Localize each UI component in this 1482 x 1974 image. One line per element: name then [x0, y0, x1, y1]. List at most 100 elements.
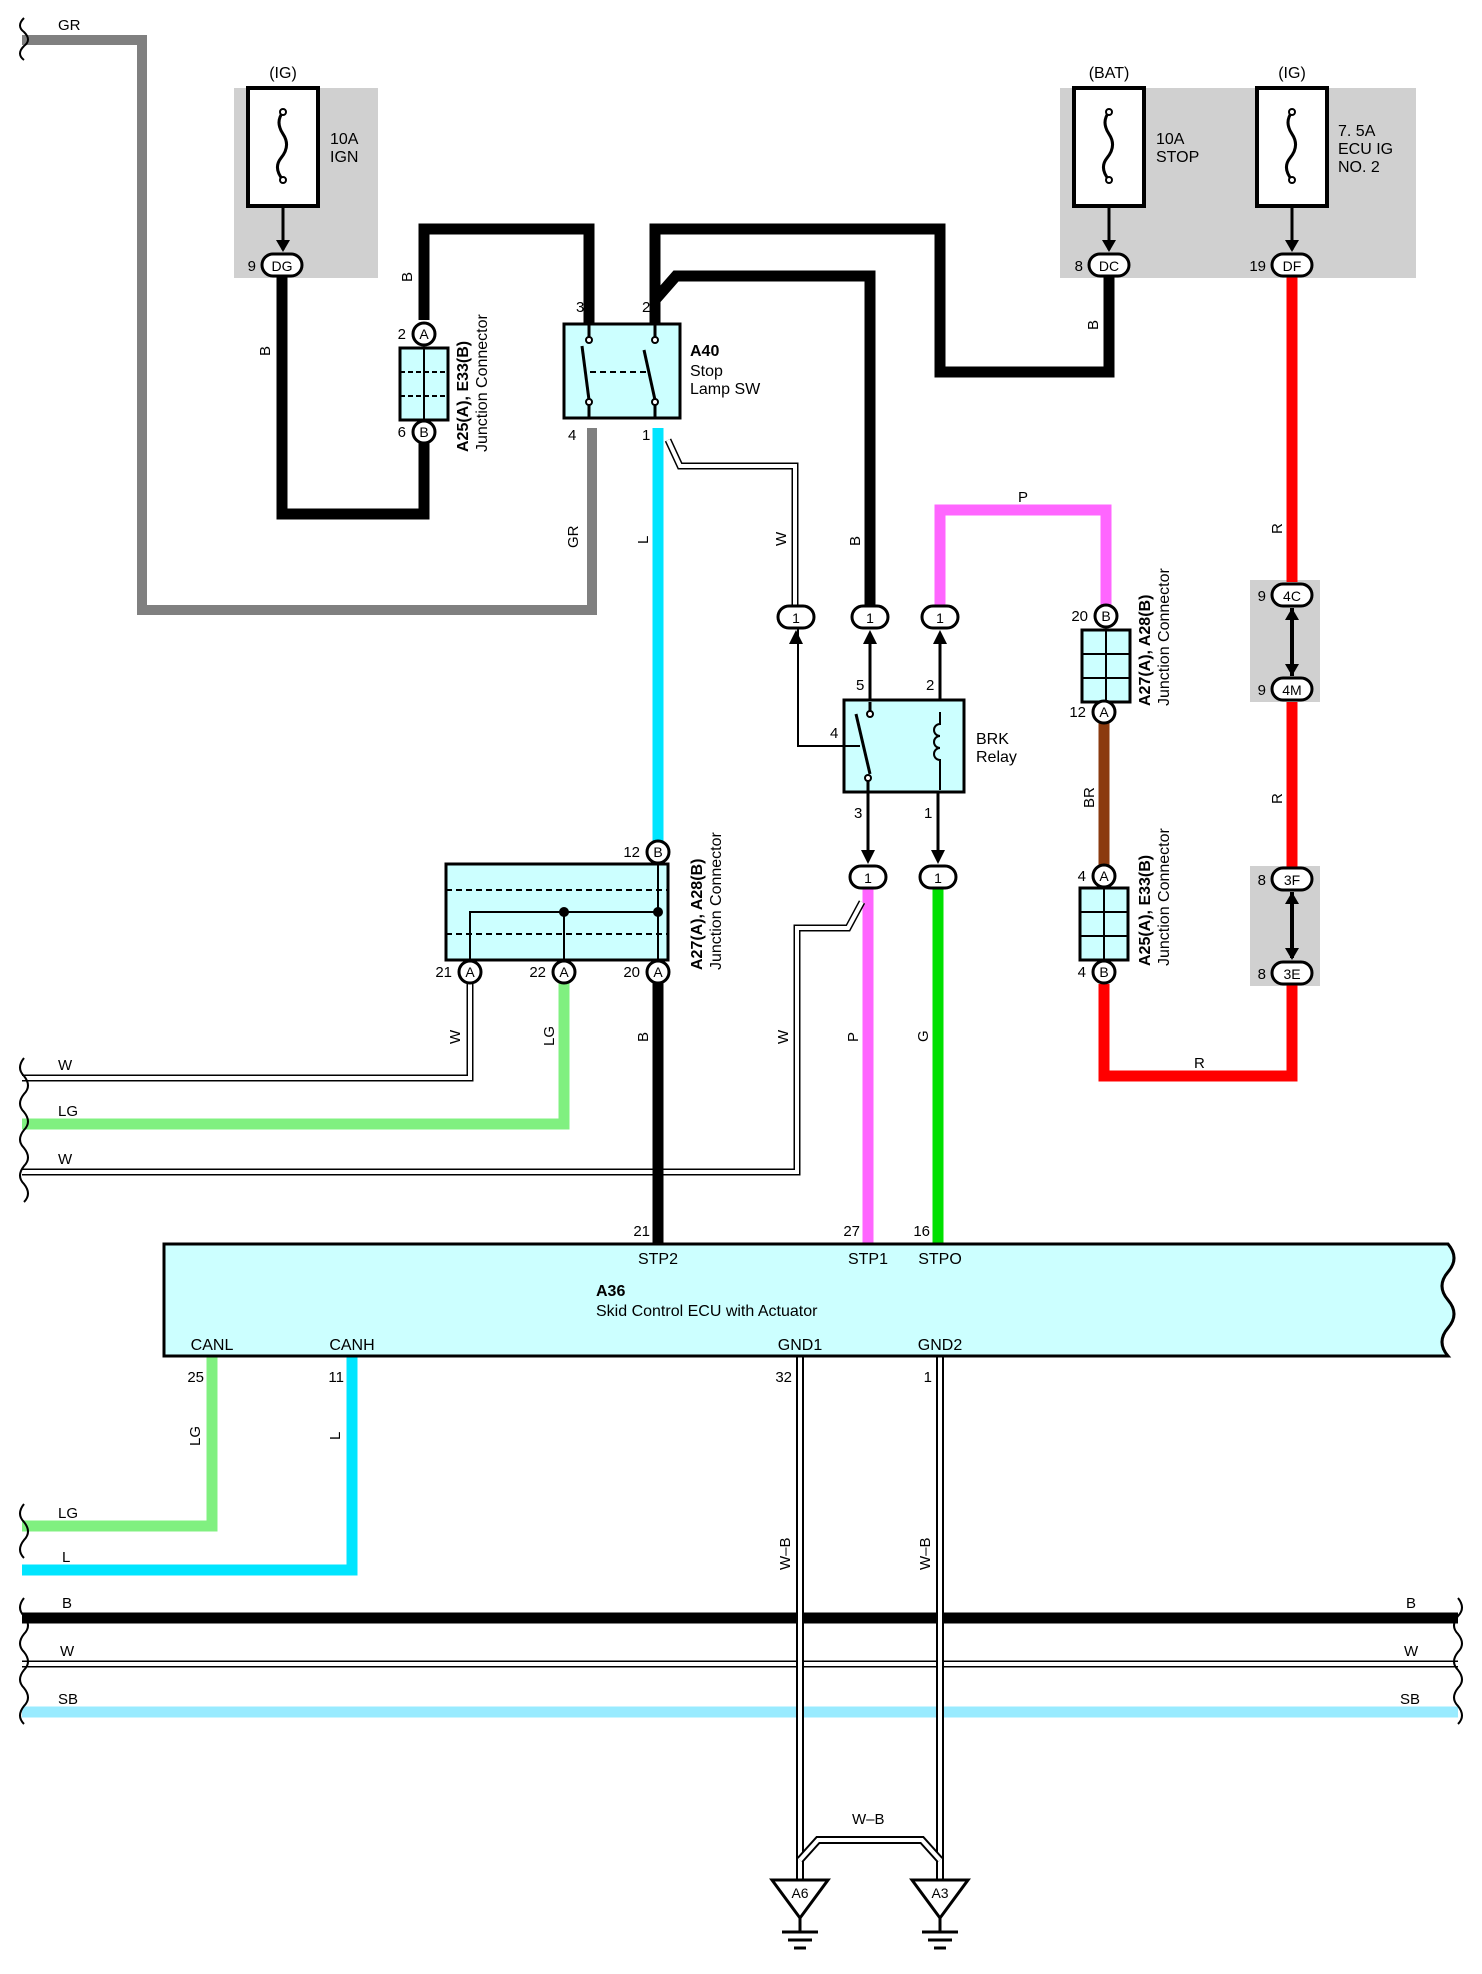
wire-label-w: W	[60, 1643, 75, 1660]
arrow-down-icon	[1285, 948, 1299, 960]
junction-connector-a25-right: A 4 B 4 A25(A), E33(B) Junction Connecto…	[1078, 827, 1173, 985]
svg-text:11: 11	[328, 1369, 344, 1386]
fuse-stop-rating: 10A	[1156, 131, 1185, 148]
relay-plug-3-bottom: 1	[848, 850, 888, 890]
wire-label-sb: SB	[58, 1691, 78, 1708]
svg-text:A40: A40	[690, 343, 719, 360]
svg-text:9: 9	[1258, 588, 1266, 605]
wave-break-left-low	[19, 1503, 29, 1559]
arrow-up-icon	[1285, 892, 1299, 904]
svg-text:A25(A), E33(B): A25(A), E33(B)	[455, 341, 472, 452]
svg-text:3F: 3F	[1284, 872, 1300, 888]
svg-text:Junction Connector: Junction Connector	[708, 831, 725, 970]
svg-text:2: 2	[398, 326, 406, 343]
connector-3f: 3F 8	[1258, 866, 1314, 892]
svg-text:12: 12	[623, 844, 640, 861]
wire-label-l: L	[62, 1549, 70, 1566]
svg-text:1: 1	[864, 870, 872, 886]
brk-relay: 5 2 4 3 1 BRK Relay	[830, 644, 1017, 850]
relay-plug-1-bottom: 1	[918, 850, 958, 890]
svg-text:2: 2	[642, 299, 650, 316]
fuse-stop-icon	[1102, 111, 1114, 181]
svg-text:22: 22	[529, 964, 546, 981]
arrow-down-icon	[1285, 240, 1299, 252]
fuse-ecu-ig-terminal	[1288, 108, 1296, 116]
skid-control-ecu: STP2 STP1 STPO 21 27 16 A36 Skid Control…	[162, 1223, 1456, 1386]
svg-text:DC: DC	[1099, 258, 1119, 274]
fuse-ign-rating: 10A	[330, 131, 359, 148]
wire-label-l: L	[635, 536, 652, 544]
wire-b-ign	[276, 276, 430, 520]
svg-text:A: A	[559, 964, 569, 980]
svg-text:1: 1	[792, 610, 800, 626]
svg-text:6: 6	[398, 424, 406, 441]
wire-lg-canl	[22, 1356, 218, 1532]
fuse-ecu-ig-name-2: NO. 2	[1338, 159, 1380, 176]
ground-a6: A6	[769, 1878, 831, 1950]
wire-w-jc21	[22, 982, 474, 1082]
wire-label-p: P	[845, 1032, 862, 1042]
wire-p-top	[934, 504, 1112, 606]
svg-text:A36: A36	[596, 1283, 625, 1300]
svg-text:20: 20	[623, 964, 640, 981]
wire-l-canh	[22, 1356, 358, 1576]
wire-label-sb: SB	[1400, 1691, 1420, 1708]
svg-text:9: 9	[248, 258, 256, 275]
svg-text:Relay: Relay	[976, 749, 1017, 766]
svg-text:21: 21	[435, 964, 452, 981]
relay-plug-5-top: 1	[850, 604, 890, 644]
fuse-ign-icon	[276, 111, 288, 181]
svg-text:DF: DF	[1283, 258, 1302, 274]
connector-4m: 4M 9	[1258, 676, 1314, 702]
fuse-ecu-ig-name: ECU IG	[1338, 141, 1393, 158]
wire-label-lg: LG	[187, 1426, 204, 1446]
svg-text:STP1: STP1	[848, 1251, 888, 1268]
svg-text:3E: 3E	[1283, 966, 1300, 982]
svg-text:5: 5	[856, 677, 864, 694]
svg-text:1: 1	[866, 610, 874, 626]
svg-text:B: B	[1099, 964, 1108, 980]
wire-w-relay-4	[797, 624, 858, 747]
svg-text:A3: A3	[931, 1885, 948, 1901]
wire-label-b: B	[1085, 320, 1102, 330]
fuse-stop-terminal	[1105, 108, 1113, 116]
svg-text:GND2: GND2	[918, 1337, 963, 1354]
svg-text:1: 1	[936, 610, 944, 626]
wave-break-left-mid	[19, 1057, 29, 1203]
svg-text:4M: 4M	[1282, 682, 1301, 698]
svg-text:1: 1	[934, 870, 942, 886]
wire-label-lg: LG	[541, 1026, 558, 1046]
wire-w-stp1-branch-core	[22, 901, 864, 1174]
svg-text:STPO: STPO	[918, 1251, 962, 1268]
wire-gr	[22, 35, 597, 615]
svg-text:9: 9	[1258, 682, 1266, 699]
arrow-up-icon	[1285, 608, 1299, 620]
wire-label-w: W	[447, 1029, 464, 1044]
svg-text:Junction Connector: Junction Connector	[1156, 567, 1173, 706]
fuse-ign-terminal	[279, 108, 287, 116]
wire-wb-bridge-core	[798, 1838, 942, 1862]
svg-text:CANH: CANH	[329, 1337, 374, 1354]
relay-plug-2-top: 1	[920, 604, 960, 644]
wire-label-lg: LG	[58, 1505, 78, 1522]
fuse-ecu-ig-supply: (IG)	[1278, 65, 1306, 82]
svg-text:A27(A), A28(B): A27(A), A28(B)	[1137, 595, 1154, 706]
arrow-down-icon	[1102, 240, 1116, 252]
svg-text:4: 4	[1078, 964, 1086, 981]
fuse-ecu-ig-terminal	[1288, 176, 1296, 184]
connector-df: DF 19	[1249, 252, 1314, 278]
svg-text:16: 16	[913, 1223, 930, 1240]
wire-b-relay5	[650, 270, 876, 606]
svg-text:27: 27	[843, 1223, 860, 1240]
wire-label-w: W	[58, 1057, 73, 1074]
relay-plug-4-top: 1	[776, 604, 816, 644]
fuse-stop-terminal	[1105, 176, 1113, 184]
connector-dc: DC 8	[1075, 252, 1131, 278]
fuse-stop-supply: (BAT)	[1089, 65, 1130, 82]
svg-text:3: 3	[576, 299, 584, 316]
svg-text:Skid Control ECU with Actuator: Skid Control ECU with Actuator	[596, 1303, 818, 1320]
connector-3e: 3E 8	[1258, 960, 1314, 986]
ground-a3: A3	[909, 1878, 971, 1950]
svg-text:25: 25	[187, 1369, 204, 1386]
wire-label-b: B	[635, 1032, 652, 1042]
